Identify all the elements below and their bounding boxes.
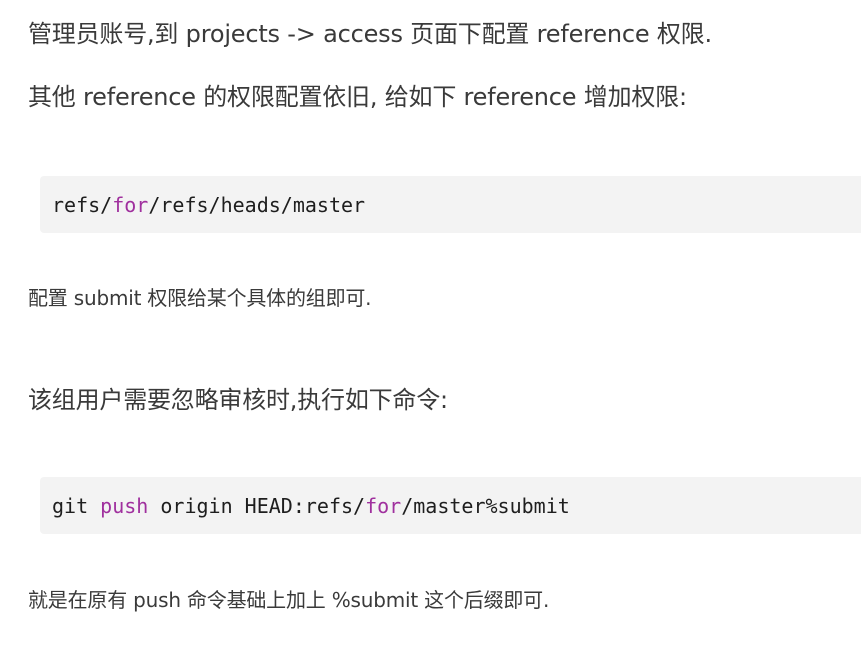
instruction-paragraph-suffix: 就是在原有 push 命令基础上加上 %submit 这个后缀即可. <box>28 588 550 612</box>
instruction-paragraph-submit: 配置 submit 权限给某个具体的组即可. <box>28 286 372 310</box>
code-text: /master%submit <box>401 493 570 518</box>
code-keyword-push: push <box>100 493 149 518</box>
code-block-ref-path: refs/for/refs/heads/master <box>40 176 861 233</box>
code-text: /refs/heads/master <box>148 192 366 217</box>
instruction-paragraph-skip-review: 该组用户需要忽略审核时,执行如下命令: <box>28 386 448 414</box>
instruction-paragraph-access: 管理员账号,到 projects -> access 页面下配置 referen… <box>28 20 712 48</box>
code-text: refs/ <box>52 192 113 217</box>
code-keyword-for: for <box>365 493 402 518</box>
instruction-paragraph-reference: 其他 reference 的权限配置依旧, 给如下 reference 增加权限… <box>28 83 687 111</box>
code-block-git-push: git push origin HEAD:refs/for/master%sub… <box>40 477 861 534</box>
code-text: git <box>52 493 101 518</box>
code-keyword-for: for <box>112 192 149 217</box>
code-text: origin HEAD:refs/ <box>148 493 366 518</box>
